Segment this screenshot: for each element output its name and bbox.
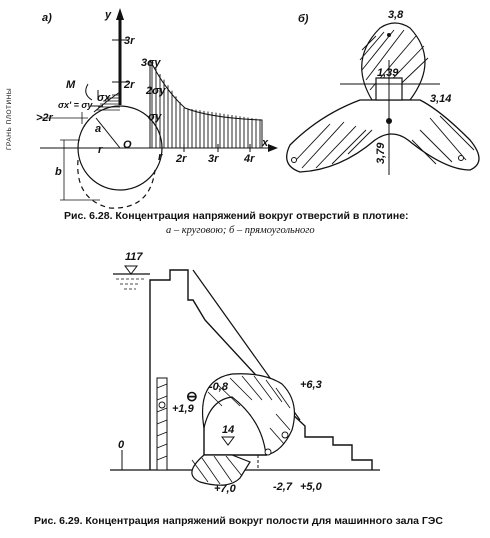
label-sigma-y: σy — [148, 111, 162, 123]
label-2r-top: 2r — [124, 79, 135, 91]
axis-y-label: y — [105, 9, 112, 21]
panel-a-label: а) — [42, 12, 52, 24]
label-4r: 4r — [244, 153, 255, 165]
label-sigma-x: σx — [97, 92, 111, 104]
value-1-39: 1,39 — [377, 67, 399, 79]
label-3r: 3r — [208, 153, 219, 165]
value-plus-7-0: +7,0 — [214, 483, 236, 495]
label-O: O — [123, 139, 132, 151]
label-M: M — [66, 79, 76, 91]
figure-628-caption: Рис. 6.28. Концентрация напряжений вокру… — [64, 210, 409, 222]
value-3-14: 3,14 — [430, 93, 452, 105]
value-plus-1-9: +1,9 — [172, 403, 194, 415]
value-3-8: 3,8 — [388, 9, 404, 21]
panel-b-label: б) — [298, 13, 309, 25]
label-a: a — [95, 123, 102, 135]
figure-628-subcaption: а – круговою; б – прямоугольного — [166, 225, 315, 236]
label-3sigma-y: 3σy — [141, 57, 161, 69]
elevation-14: 14 — [222, 424, 235, 436]
label-r-tick: r — [158, 151, 163, 163]
label-r: r — [98, 144, 103, 156]
value-plus-6-3: +6,3 — [300, 379, 322, 391]
minus-sign-symbol: ⊖ — [186, 388, 198, 404]
value-minus-0-8: -0,8 — [209, 381, 228, 393]
label-2r: 2r — [176, 153, 187, 165]
value-plus-5-0: +5,0 — [300, 481, 322, 493]
value-minus-2-7: -2,7 — [273, 481, 292, 493]
label-sigma-x-prime: σx' = σy — [58, 100, 93, 110]
elevation-117: 117 — [125, 251, 143, 263]
axis-x-label: x — [262, 137, 269, 149]
label-3r-top: 3r — [124, 35, 135, 47]
elevation-0: 0 — [118, 439, 125, 451]
label-2sigma-y: 2σy — [146, 85, 166, 97]
label-gt2r: >2r — [36, 112, 53, 124]
figure-629-caption: Рис. 6.29. Концентрация напряжений вокру… — [34, 515, 443, 527]
label-b: b — [55, 166, 62, 178]
